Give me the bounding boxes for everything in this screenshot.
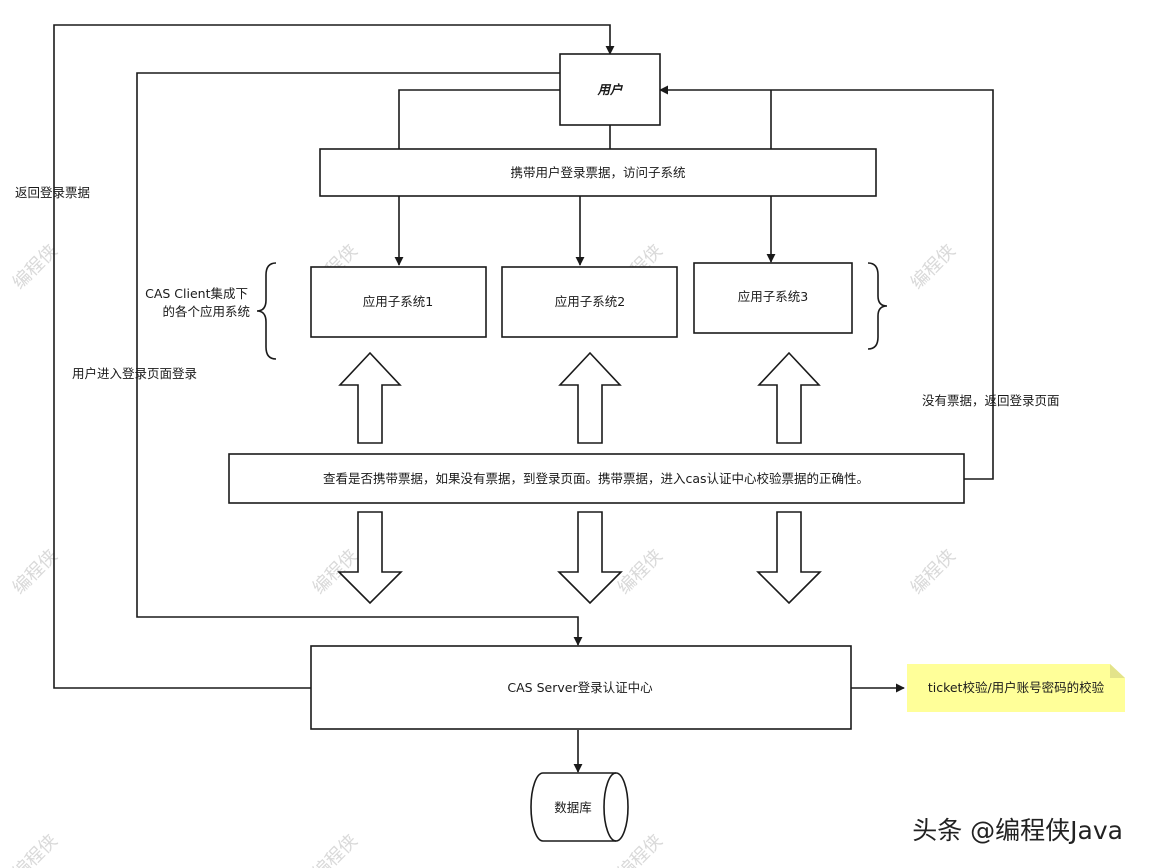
edge-user-gateway-left bbox=[398, 89, 560, 149]
edge-user-login bbox=[136, 72, 583, 646]
label-return-ticket: 返回登录票据 bbox=[15, 185, 90, 200]
note-shape bbox=[907, 664, 1125, 712]
down-arrow-1 bbox=[337, 511, 403, 605]
up-arrow-3 bbox=[757, 351, 821, 444]
up-arrow-1 bbox=[338, 351, 402, 444]
watermark: 编程侠 bbox=[907, 546, 960, 599]
database-edge bbox=[603, 772, 617, 842]
left-brace-shape bbox=[256, 262, 277, 360]
connectors bbox=[53, 24, 994, 773]
app3-node-label: 应用子系统3 bbox=[738, 289, 808, 304]
watermark: 编程侠 bbox=[9, 831, 62, 868]
user-node: 用户 bbox=[559, 53, 661, 126]
app1-node-label: 应用子系统1 bbox=[363, 294, 433, 309]
database-node-label: 数据库 bbox=[554, 800, 592, 815]
cas-server-node-label: CAS Server登录认证中心 bbox=[507, 680, 653, 695]
app3-node: 应用子系统3 bbox=[693, 262, 853, 334]
app2-node: 应用子系统2 bbox=[501, 266, 678, 338]
label-cas-client-line2: 的各个应用系统 bbox=[162, 304, 250, 319]
database-node: 数据库 bbox=[530, 772, 629, 842]
down-arrow-3 bbox=[756, 511, 822, 605]
note-node: ticket校验/用户账号密码的校验 bbox=[907, 664, 1125, 712]
user-node-label: 用户 bbox=[596, 82, 624, 97]
app1-node: 应用子系统1 bbox=[310, 266, 487, 338]
checker-node: 查看是否携带票据，如果没有票据，到登录页面。携带票据，进入cas认证中心校验票据… bbox=[228, 453, 965, 504]
label-cas-client-line1: CAS Client集成下 bbox=[145, 286, 248, 301]
watermark: 编程侠 bbox=[907, 241, 960, 294]
edge-no-ticket bbox=[659, 85, 994, 480]
app2-node-label: 应用子系统2 bbox=[555, 294, 625, 309]
right-brace-shape bbox=[867, 262, 888, 350]
cas-server-node: CAS Server登录认证中心 bbox=[310, 645, 852, 730]
label-user-login: 用户进入登录页面登录 bbox=[72, 366, 197, 381]
watermark: 编程侠 bbox=[309, 831, 362, 868]
label-no-ticket: 没有票据，返回登录页面 bbox=[922, 393, 1060, 408]
checker-node-label: 查看是否携带票据，如果没有票据，到登录页面。携带票据，进入cas认证中心校验票据… bbox=[323, 471, 869, 486]
gateway-node: 携带用户登录票据，访问子系统 bbox=[319, 148, 877, 197]
footer-watermark: 头条 @编程侠Java bbox=[912, 816, 1123, 845]
edge-return-ticket bbox=[53, 24, 615, 689]
note-node-label: ticket校验/用户账号密码的校验 bbox=[928, 680, 1105, 695]
down-arrows bbox=[337, 511, 822, 605]
up-arrow-2 bbox=[558, 351, 622, 444]
note-fold bbox=[1110, 664, 1125, 678]
gateway-node-label: 携带用户登录票据，访问子系统 bbox=[510, 165, 685, 180]
down-arrow-2 bbox=[557, 511, 623, 605]
up-arrows bbox=[338, 351, 821, 444]
